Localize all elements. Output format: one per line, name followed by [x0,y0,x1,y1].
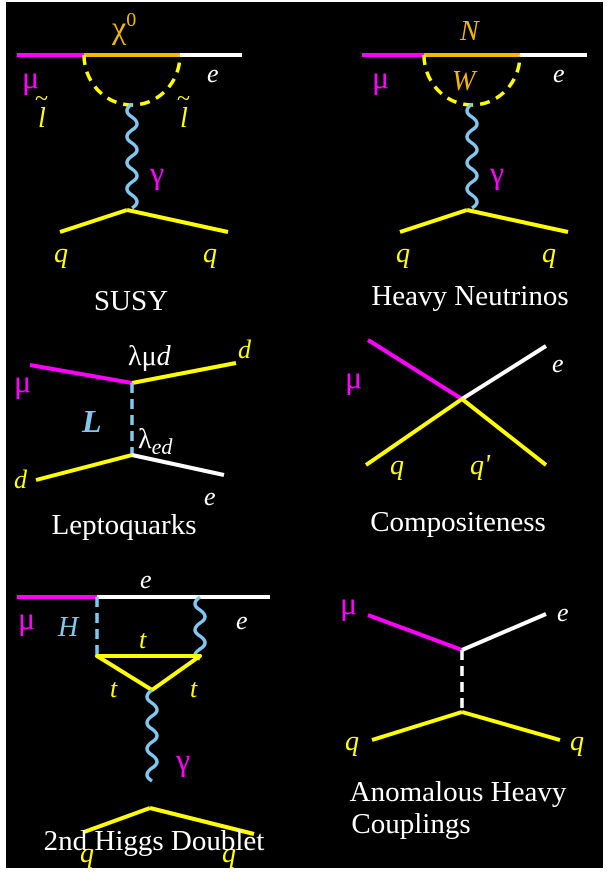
caption-anomalous-line1: Anomalous Heavy [350,776,567,808]
quark-line-right [126,208,229,234]
label-top-left: t [110,674,118,703]
muon-line [29,363,133,385]
label-coupling-mu-d: λμd [128,341,172,372]
label-photon: γ [149,154,164,190]
d-quark-in-line [35,453,133,482]
label-d-out: d [238,335,252,364]
quark-line-right [460,397,548,467]
diagram-heavy-neutrinos: μ N W e γ q q Heavy Neutrinos [362,16,587,312]
label-quark-left: q [80,838,94,869]
label-higgs: H [57,612,80,643]
label-muon: μ [22,59,39,95]
muon-line [367,613,463,652]
electron-line [131,453,225,477]
label-photon: γ [175,741,190,777]
diagram-susy: μ χ0 e l ~ l ~ γ q q SUSY [17,9,242,317]
quark-line-left [371,710,463,742]
label-electron: e [552,349,564,378]
slepton-loop [82,54,182,107]
photon-wavy-line [125,102,139,210]
label-slepton-left: l [38,103,46,134]
label-quark-left: q [396,238,410,269]
photon-wavy-line [465,102,479,210]
diagram-compositeness: μ e q q' Compositeness [345,338,564,538]
quark-line-right [149,806,255,836]
diagram-higgs-doublet: μ H e e t t t γ q q 2nd Higgs Doublet [17,565,270,869]
label-quark-right: q [570,726,584,757]
label-heavy-neutrino: N [459,16,480,47]
label-quark-prime: q' [470,450,491,481]
quark-line-left [83,806,151,834]
photon-wavy-upper [193,595,207,661]
label-photon: γ [489,154,504,190]
label-muon: μ [14,363,31,399]
quark-line-left [399,208,468,234]
label-electron: e [207,59,219,88]
tilde-left: ~ [35,86,48,112]
label-quark-right: q [542,238,556,269]
label-top-right: t [190,674,198,703]
caption-susy: SUSY [94,285,168,317]
label-electron: e [553,59,565,88]
label-quark-left: q [390,450,404,481]
label-muon: μ [340,585,357,621]
label-quark-left: q [54,238,68,269]
label-quark-left: q [345,726,359,757]
label-electron-top: e [140,565,152,594]
caption-anomalous-line2: Couplings [351,808,470,840]
label-w-boson: W [452,66,478,97]
label-top-upper: t [139,625,147,654]
label-muon: μ [18,600,35,636]
label-neutralino: χ0 [111,9,136,45]
label-slepton-right: l [180,103,188,134]
diagram-anomalous-couplings: μ e q q Anomalous Heavy Couplings [340,585,584,840]
label-electron: e [557,598,569,627]
caption-compositeness: Compositeness [370,506,546,538]
label-muon: μ [372,59,389,95]
diagram-leptoquarks: μ λμd d L λed d e Leptoquarks [14,335,252,541]
quark-line-right [461,710,561,742]
label-quark-right: q [203,238,217,269]
electron-line [460,344,548,401]
photon-wavy-lower [145,688,159,783]
muon-line [366,338,464,401]
electron-line [461,612,547,652]
quark-line-left [364,397,464,467]
caption-higgs-doublet: 2nd Higgs Doublet [44,825,265,857]
label-leptoquark: L [81,403,102,439]
label-muon: μ [345,359,362,395]
label-quark-right: q [222,838,236,869]
label-d-in: d [14,465,28,494]
quark-line-right [466,208,569,234]
top-quark-loop [95,654,202,692]
label-electron: e [236,606,248,635]
d-quark-out-line [131,361,237,385]
caption-leptoquarks: Leptoquarks [52,509,197,541]
caption-heavy-neutrinos: Heavy Neutrinos [371,280,568,312]
label-electron: e [204,482,216,511]
tilde-right: ~ [177,86,190,112]
quark-line-left [59,208,128,234]
label-coupling-e-d: λed [138,424,173,459]
